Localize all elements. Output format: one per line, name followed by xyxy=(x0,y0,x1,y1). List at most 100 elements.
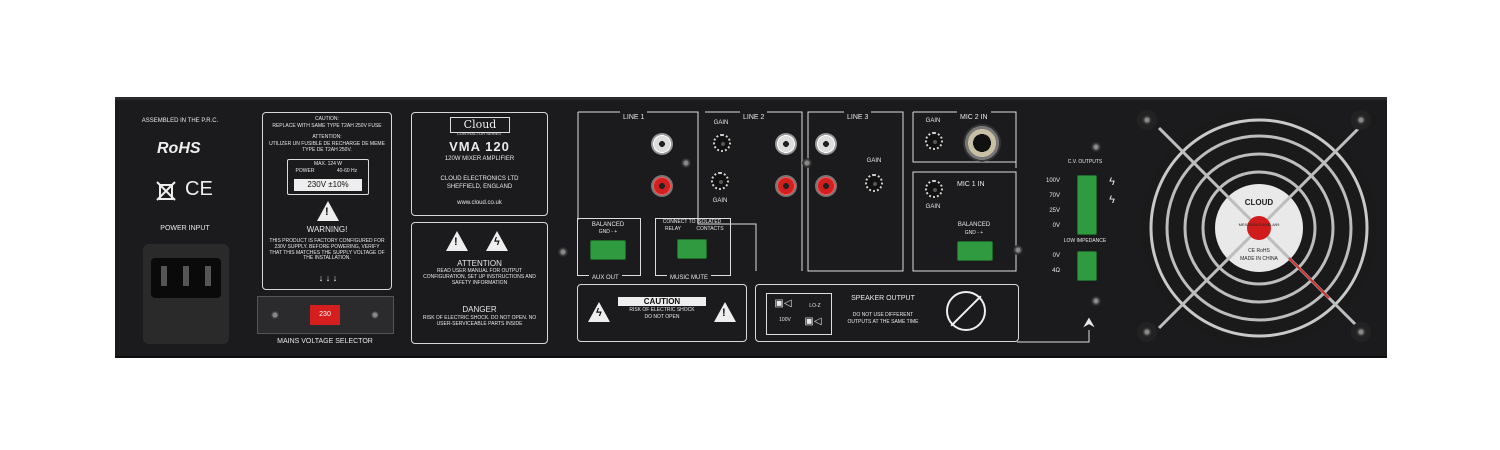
hv-label: 100V xyxy=(779,317,791,323)
speaker-note-1: DO NOT USE DIFFERENT xyxy=(852,312,914,318)
line2-rca-white[interactable] xyxy=(775,133,797,155)
contractor-series: CONTRACTOR SERIES xyxy=(457,131,501,136)
electric-warning-icon: ϟ xyxy=(1109,194,1115,206)
out-70v: 70V xyxy=(1049,193,1060,199)
warning-triangle-icon: ! xyxy=(317,201,339,221)
inputs-outline xyxy=(577,111,1017,272)
screw-icon xyxy=(270,310,280,320)
line3-gain-knob[interactable] xyxy=(865,174,883,192)
no-mixing-icon xyxy=(946,291,986,331)
caution-line2: DO NOT OPEN xyxy=(644,314,680,320)
power-input-label: POWER INPUT xyxy=(160,225,210,232)
arrow-up-icon: ⮝ xyxy=(1083,314,1095,330)
electric-shock-icon: ϟ xyxy=(588,302,610,322)
mic1-gain-knob[interactable] xyxy=(925,180,943,198)
speaker-icon: ▣◁ xyxy=(774,298,792,309)
mic1-balanced-label: BALANCED xyxy=(957,222,991,228)
cloud-logo: Cloud xyxy=(450,117,510,133)
warning-title: WARNING! xyxy=(306,225,348,234)
music-mute-label: MUSIC MUTE xyxy=(670,275,708,281)
screw-icon xyxy=(802,158,812,168)
mic2-label: MIC 2 IN xyxy=(960,114,988,121)
music-mute-terminal[interactable] xyxy=(677,239,707,259)
attention-text: READ USER MANUAL FOR OUTPUT CONFIGURATIO… xyxy=(423,268,536,286)
out-4ohm: 4Ω xyxy=(1052,268,1060,274)
assembled-label: ASSEMBLED IN THE P.R.C. xyxy=(141,118,219,124)
cooling-fan: CLOUD ME92025V3-0000-A99 CE RoHS MADE IN… xyxy=(1139,108,1379,348)
connect-label: CONNECT TO ISOLATED xyxy=(662,219,722,225)
relay-label: RELAY xyxy=(664,226,682,232)
line1-gain-label: GAIN xyxy=(712,198,728,204)
power-label: POWER xyxy=(295,168,315,174)
aux-out-label: AUX OUT xyxy=(592,275,619,281)
fan-brand: CLOUD xyxy=(1244,198,1274,207)
mic2-xlr-jack[interactable] xyxy=(963,124,1001,162)
lo-z-label: LO-Z xyxy=(809,303,821,309)
brand-label: Cloud CONTRACTOR SERIES VMA 120 120W MIX… xyxy=(411,112,548,216)
caution-label: ϟ ! CAUTION RISK OF ELECTRIC SHOCK DO NO… xyxy=(577,284,747,342)
screw-icon xyxy=(558,247,568,257)
fan-screw-icon xyxy=(1137,110,1157,130)
aux-out-terminal[interactable] xyxy=(590,240,626,260)
attention-danger-label: ! ϟ ATTENTION READ USER MANUAL FOR OUTPU… xyxy=(411,222,548,344)
out-100v: 100V xyxy=(1045,178,1060,184)
iec-power-socket[interactable] xyxy=(143,244,229,344)
amplifier-rear-panel: ASSEMBLED IN THE P.R.C. RoHS CE POWER IN… xyxy=(115,97,1387,358)
mains-selector-label: MAINS VOLTAGE SELECTOR xyxy=(277,338,373,345)
low-impedance-terminal[interactable] xyxy=(1077,251,1097,281)
mic1-label: MIC 1 IN xyxy=(957,181,985,188)
cv-outputs-title: C.V. OUTPUTS xyxy=(1067,159,1103,165)
fan-screw-icon xyxy=(1351,322,1371,342)
line2-label: LINE 2 xyxy=(743,114,765,121)
voltage-rating: 230V ±10% xyxy=(294,179,362,191)
screw-icon xyxy=(681,158,691,168)
screw-icon xyxy=(1091,296,1101,306)
speaker-output-wire xyxy=(1017,330,1090,343)
mic2-gain-label: GAIN xyxy=(925,118,941,124)
line1-gain-knob[interactable] xyxy=(711,172,729,190)
fan-part-number: ME92025V3-0000-A99 xyxy=(1238,222,1280,227)
mic1-pin-labels: GND - + xyxy=(964,230,984,236)
warning-text: THIS PRODUCT IS FACTORY CONFIGURED FOR 2… xyxy=(269,238,385,262)
caution-line1: RISK OF ELECTRIC SHOCK xyxy=(629,307,695,313)
warning-triangle-icon: ! xyxy=(714,302,736,322)
out-25v: 25V xyxy=(1049,208,1060,214)
fuse-caution: CAUTION: xyxy=(315,116,339,122)
mains-voltage-switch-plate: 230 xyxy=(257,296,394,334)
speaker-icons-box: ▣◁ LO-Z 100V ▣◁ xyxy=(766,293,832,335)
line1-label: LINE 1 xyxy=(623,114,645,121)
screw-icon xyxy=(1013,245,1023,255)
line2-gain-knob[interactable] xyxy=(713,134,731,152)
power-rating-box: MAX. 124 W POWER 40-60 Hz 230V ±10% xyxy=(287,159,369,195)
line1-rca-white[interactable] xyxy=(651,133,673,155)
rohs-logo: RoHS xyxy=(157,140,201,157)
arrows-down-icon: ↓ ↓ ↓ xyxy=(318,273,338,283)
speaker-icon: ▣◁ xyxy=(804,316,822,327)
danger-text: RISK OF ELECTRIC SHOCK. DO NOT OPEN. NO … xyxy=(422,315,537,327)
line2-rca-red[interactable] xyxy=(775,175,797,197)
fuse-attention: ATTENTION: xyxy=(312,134,342,140)
fan-screw-icon xyxy=(1137,322,1157,342)
electric-shock-icon: ϟ xyxy=(486,231,508,251)
model-subtitle: 120W MIXER AMPLIFIER xyxy=(444,156,515,162)
speaker-note-2: OUTPUTS AT THE SAME TIME xyxy=(847,319,919,325)
mic1-balanced-terminal[interactable] xyxy=(957,241,993,261)
weee-bin-icon xyxy=(155,180,177,201)
line3-gain-label: GAIN xyxy=(866,158,882,164)
line3-label: LINE 3 xyxy=(847,114,869,121)
max-power: MAX. 124 W xyxy=(313,161,343,167)
company-city: SHEFFIELD, ENGLAND xyxy=(446,184,513,190)
line1-rca-red[interactable] xyxy=(651,175,673,197)
line2-gain-label: GAIN xyxy=(713,120,729,126)
mic2-gain-knob[interactable] xyxy=(925,132,943,150)
speaker-output-label: ▣◁ LO-Z 100V ▣◁ SPEAKER OUTPUT DO NOT US… xyxy=(755,284,1019,342)
line3-rca-red[interactable] xyxy=(815,175,837,197)
caution-title: CAUTION xyxy=(618,297,706,306)
voltage-selector-switch[interactable]: 230 xyxy=(310,305,340,325)
aux-balanced-label: BALANCED xyxy=(591,222,625,228)
fuse-replace: REPLACE WITH SAME TYPE T2AH 250V FUSE xyxy=(272,123,382,129)
cv-output-terminal[interactable] xyxy=(1077,175,1097,235)
fuse-attention-fr: UTILIZER UN FUSIBLE DE RECHARGE DE MEME … xyxy=(269,141,385,153)
electric-warning-icon: ϟ xyxy=(1109,176,1115,188)
line3-rca-white[interactable] xyxy=(815,133,837,155)
